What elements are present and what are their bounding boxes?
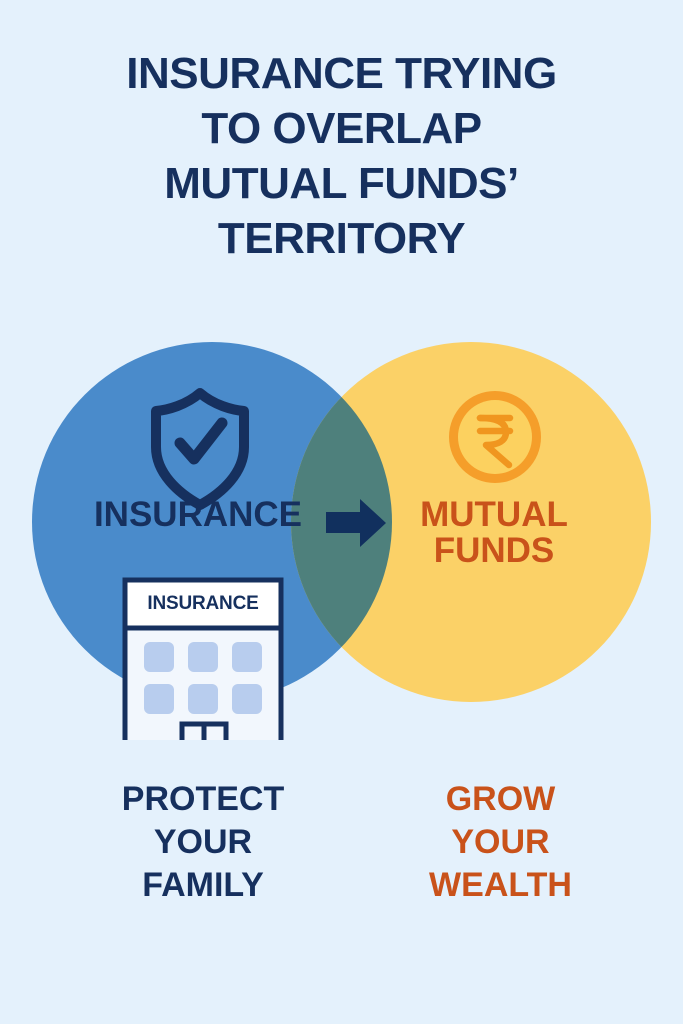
insurance-circle-label: INSURANCE xyxy=(93,495,303,534)
right-caption-line-1: GROW xyxy=(445,780,556,818)
mutual-funds-label-line-1: MUTUAL xyxy=(420,495,568,534)
shield-check-icon xyxy=(151,388,249,510)
building-window xyxy=(144,642,174,672)
page-title: INSURANCE TRYING TO OVERLAP MUTUAL FUNDS… xyxy=(0,52,683,272)
mutual-funds-label-line-2: FUNDS xyxy=(433,531,555,571)
mutual-funds-circle xyxy=(291,342,651,702)
title-line-4: TERRITORY xyxy=(217,214,466,263)
insurance-building-illustration xyxy=(122,577,284,740)
insurance-circle xyxy=(32,342,392,702)
mutual-funds-circle-label: MUTUAL FUNDS xyxy=(400,495,588,571)
protect-your-family-caption: PROTECT YOUR FAMILY xyxy=(48,778,358,906)
title-line-1: INSURANCE TRYING xyxy=(126,49,557,98)
left-caption-line-2: YOUR xyxy=(153,822,253,861)
right-caption-line-2: YOUR xyxy=(451,822,550,861)
building-sign-text: INSURANCE xyxy=(147,593,259,614)
left-caption-line-3: FAMILY xyxy=(142,865,264,904)
venn-svg xyxy=(32,342,651,740)
right-arrow-icon xyxy=(326,499,386,547)
right-caption-line-3: WEALTH xyxy=(429,865,572,904)
title-line-2: TO OVERLAP xyxy=(201,104,482,153)
building-window xyxy=(232,684,262,714)
building-window xyxy=(232,642,262,672)
building-signboard xyxy=(122,577,284,631)
building-window xyxy=(188,684,218,714)
grow-your-wealth-caption: GROW YOUR WEALTH xyxy=(358,778,643,906)
building-window xyxy=(188,642,218,672)
left-caption-line-1: PROTECT xyxy=(121,780,285,818)
title-line-3: MUTUAL FUNDS’ xyxy=(164,159,519,208)
rupee-coin-icon xyxy=(449,391,541,483)
building-window xyxy=(144,684,174,714)
venn-diagram: INSURANCE xyxy=(0,320,683,740)
